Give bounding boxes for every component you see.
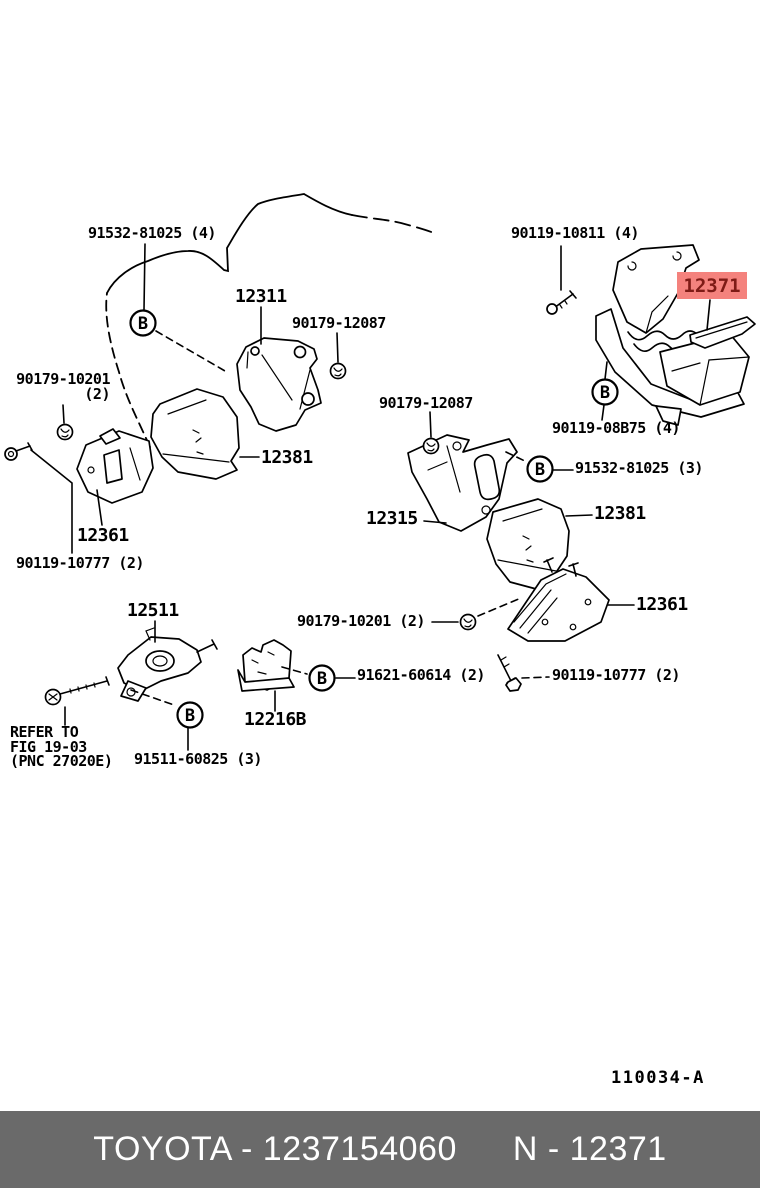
label-part-12381-right: 12381 — [594, 503, 646, 524]
marker-b-mid: B — [526, 455, 554, 483]
part-12511-drawing — [117, 627, 218, 702]
footer-bar: TOYOTA - 1237154060 N - 12371 — [0, 1111, 760, 1188]
grommet-icon-10201-bottom — [459, 613, 477, 631]
label-part-12361-left: 12361 — [77, 525, 129, 546]
label-part-12381-left: 12381 — [261, 447, 313, 468]
label-part-12315: 12315 — [366, 508, 418, 529]
label-grommet-12087-top: 90179-12087 — [292, 314, 386, 332]
label-bolt-90119-10811: 90119-10811 (4) — [511, 224, 639, 242]
svg-text:B: B — [600, 383, 610, 403]
refer-note-line3: (PNC 27020E) — [10, 752, 113, 770]
part-12361-right-drawing — [507, 557, 610, 642]
part-12311-drawing — [236, 337, 322, 432]
label-bolt-91511-60825: 91511-60825 (3) — [134, 750, 262, 768]
part-12381-left-drawing — [150, 388, 240, 480]
label-grommet-10201-bottom: 90179-10201 (2) — [297, 612, 425, 630]
svg-text:B: B — [185, 706, 195, 726]
drawing-number: 110034-A — [611, 1068, 705, 1088]
label-part-12311: 12311 — [235, 286, 287, 307]
label-grommet-10201-top-line2: (2) — [84, 385, 110, 403]
marker-b-right: B — [591, 378, 619, 406]
label-bolt-91532-top: 91532-81025 (4) — [88, 224, 216, 242]
label-part-12216b: 12216B — [244, 709, 307, 730]
label-grommet-10201-top-line1: 90179-10201 — [16, 370, 110, 388]
label-bolt-10777-left: 90119-10777 (2) — [16, 554, 144, 572]
refer-note-line1: REFER TO — [10, 723, 79, 741]
grommet-icon-10201-top — [56, 423, 74, 441]
label-grommet-12087-mid: 90179-12087 — [379, 394, 473, 412]
svg-text:B: B — [317, 669, 327, 689]
highlighted-part-number[interactable]: 12371 — [677, 272, 747, 299]
part-12361-left-drawing — [76, 428, 154, 504]
part-12371-assembly-drawing — [595, 244, 756, 426]
bolt-icon-10811 — [546, 290, 577, 315]
grommet-icon-12087-mid — [422, 437, 440, 455]
label-part-12361-right: 12361 — [636, 594, 688, 615]
label-part-12511: 12511 — [127, 600, 179, 621]
svg-text:B: B — [535, 460, 545, 480]
label-grommet-10201-top: 90179-10201(2) — [5, 372, 110, 402]
label-bolt-91532-right: 91532-81025 (3) — [575, 459, 703, 477]
bolt-icon-10777-left — [4, 442, 33, 461]
svg-text:B: B — [138, 314, 148, 334]
engine-outline-drawing — [105, 193, 435, 448]
marker-b-bottom-mid: B — [308, 664, 336, 692]
marker-b-bottom-left: B — [176, 701, 204, 729]
part-12315-drawing — [407, 434, 518, 532]
part-12216b-drawing — [237, 639, 295, 692]
grommet-icon-12087-top — [329, 362, 347, 380]
label-bolt-91621-60614: 91621-60614 (2) — [357, 666, 485, 684]
footer-brand-part-number: TOYOTA - 1237154060 — [93, 1130, 457, 1168]
bolt-icon-91511 — [44, 676, 110, 706]
label-bolt-10777-bottom: 90119-10777 (2) — [552, 666, 680, 684]
label-bolt-90119-08b75: 90119-08B75 (4) — [552, 419, 680, 437]
footer-catalog-reference: N - 12371 — [512, 1130, 667, 1168]
refer-note-line2: FIG 19-03 — [10, 737, 87, 756]
bolt-icon-10777-bottom — [497, 654, 522, 692]
marker-b-top-left: B — [129, 309, 157, 337]
leader-lines — [30, 243, 711, 751]
